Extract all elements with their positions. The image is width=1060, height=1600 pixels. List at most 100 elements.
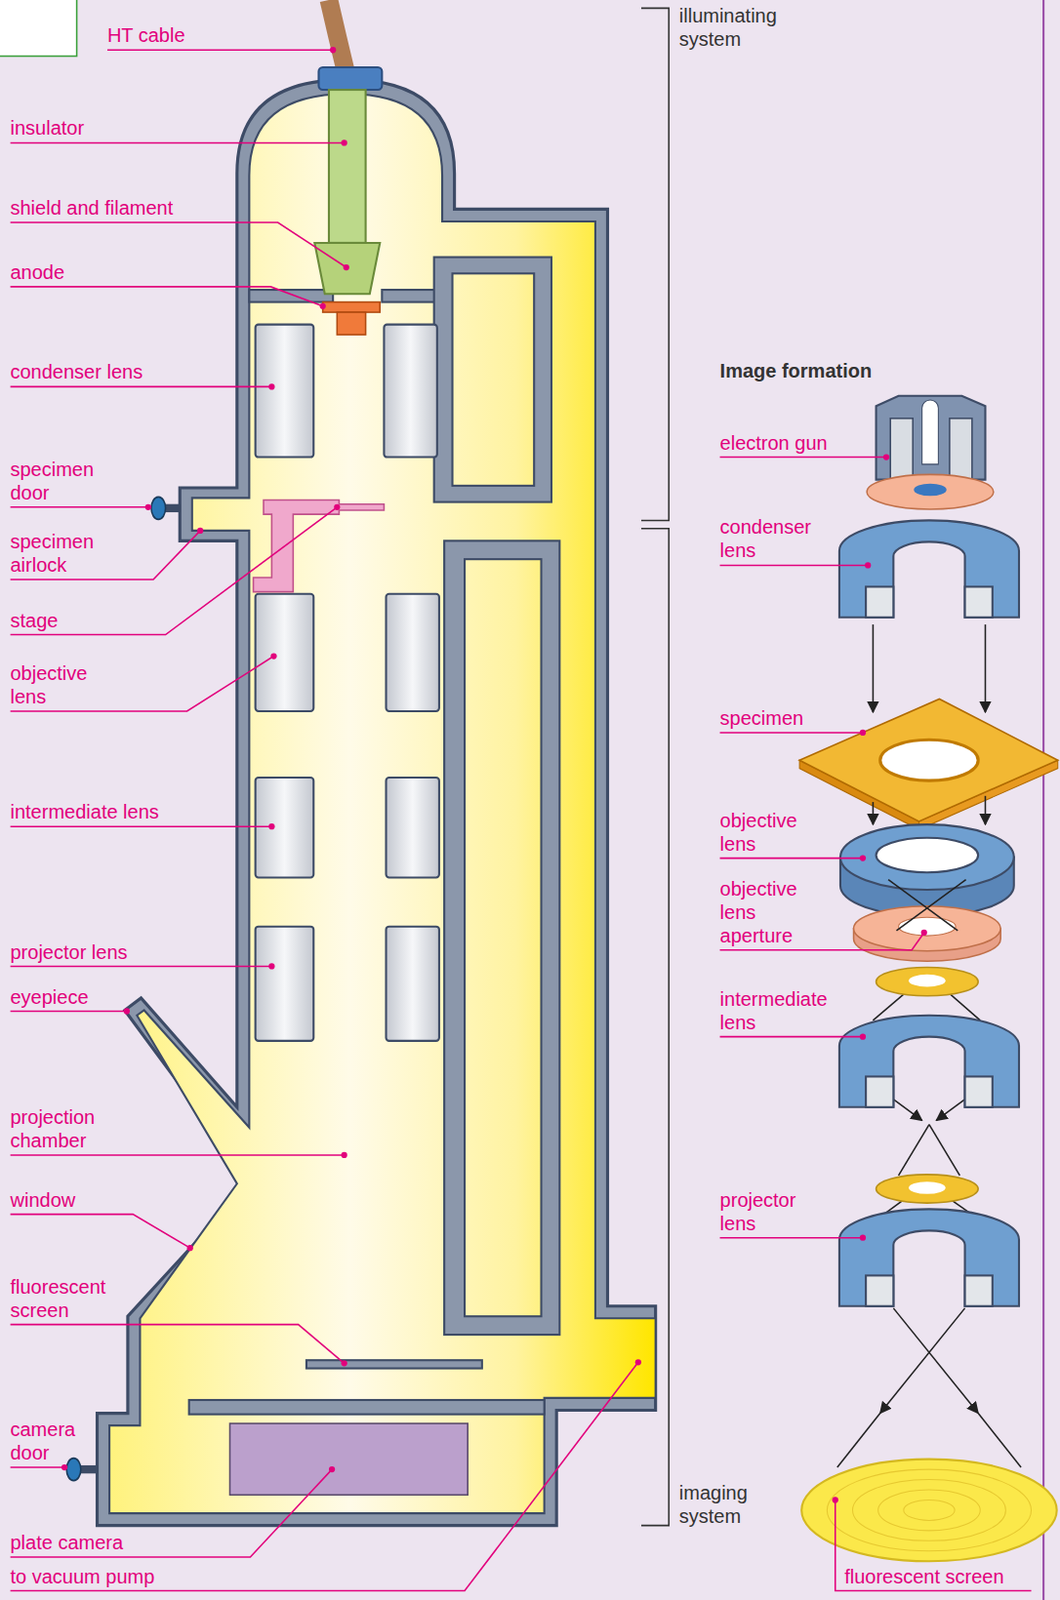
specimen-symbol <box>799 698 1059 830</box>
lens-symbol <box>839 520 1020 1306</box>
electron-gun-parts <box>328 89 367 244</box>
leader-line <box>10 286 324 307</box>
aperture-symbol <box>896 880 966 932</box>
leader-dot <box>343 264 350 271</box>
leader-dot <box>320 303 327 310</box>
screen-symbol <box>878 1490 981 1532</box>
microscope-housing <box>248 289 333 303</box>
electromagnetic-lens <box>255 325 440 1042</box>
screen-symbol <box>826 1469 1031 1552</box>
lens-symbol <box>839 1016 1020 1108</box>
leader-dot <box>832 1497 839 1504</box>
leader-dot <box>883 453 890 460</box>
objective-lens-symbol <box>840 824 1015 891</box>
leader-dot <box>341 139 348 146</box>
door-knob <box>80 1466 98 1474</box>
electron-ray <box>929 1125 960 1177</box>
part-label: shield and filament <box>10 196 174 220</box>
leader-dot <box>197 528 204 534</box>
electron-ray <box>872 624 875 713</box>
electron-ray <box>978 1414 1021 1468</box>
leader-dot <box>268 383 275 390</box>
electron-gun-symbol <box>922 400 939 465</box>
lens-symbol <box>865 1076 894 1107</box>
part-label: specimen door <box>10 457 95 505</box>
yellow-disc <box>876 1175 979 1204</box>
lens-symbol <box>839 520 1020 617</box>
part-label: objective lens <box>720 809 798 857</box>
yellow-disc <box>876 968 979 997</box>
leader-dot <box>187 1245 194 1252</box>
microscope-housing <box>97 80 656 1527</box>
system-bracket <box>641 529 669 1527</box>
part-label: fluorescent screen <box>10 1275 107 1323</box>
leader-line <box>10 142 345 145</box>
leader-line <box>10 1469 332 1558</box>
lens-symbol <box>965 1076 993 1107</box>
electron-ray <box>880 1308 966 1415</box>
leader-line <box>10 506 149 509</box>
electron-gun-parts <box>314 243 380 294</box>
aperture-symbol <box>888 880 958 932</box>
part-label: specimen airlock <box>10 530 95 577</box>
leader-dot <box>333 504 340 511</box>
part-label: insulator <box>10 116 85 140</box>
leader-line <box>720 732 863 734</box>
lens-symbol <box>965 1275 993 1306</box>
leader-line <box>10 507 338 636</box>
system-bracket <box>641 7 669 1526</box>
leader-dot <box>329 46 336 53</box>
part-label: electron gun <box>720 431 828 455</box>
leader-line <box>720 456 887 459</box>
leader-dot <box>123 1008 130 1015</box>
fluorescent-screen-plate <box>306 1360 483 1369</box>
leader-dot <box>61 46 928 1505</box>
leader-dot <box>864 562 871 569</box>
lens-symbol <box>965 586 993 617</box>
screen-symbol <box>853 1480 1007 1543</box>
leader-dot <box>61 1465 68 1471</box>
part-label: intermediate lens <box>720 987 828 1035</box>
leader-line <box>10 49 1032 1591</box>
leader-line <box>835 1501 1032 1592</box>
leader-dot <box>859 730 866 736</box>
door-knob <box>66 1459 82 1482</box>
leader-dot <box>635 1359 642 1366</box>
leader-line <box>107 48 333 51</box>
aperture-symbol <box>898 917 957 937</box>
electron-gun-symbol <box>866 474 994 510</box>
electromagnetic-lens <box>255 927 315 1042</box>
electromagnetic-lens <box>386 927 440 1042</box>
leader-line <box>10 1215 191 1250</box>
lens-symbol <box>865 1275 894 1306</box>
system-bracket <box>641 7 669 521</box>
electromagnetic-lens <box>255 325 315 458</box>
part-label: projector lens <box>10 940 128 965</box>
system-label: imaging system <box>679 1481 748 1529</box>
microscope-housing <box>444 540 560 1336</box>
electron-ray <box>984 624 987 713</box>
electron-ray <box>893 1308 979 1415</box>
electron-gun-symbol <box>866 396 994 510</box>
part-label: specimen <box>720 706 805 731</box>
section-heading: Image formation <box>720 359 873 383</box>
yellow-disc <box>876 968 979 1205</box>
yellow-disc <box>908 1182 946 1195</box>
plate-camera-box <box>230 1424 469 1496</box>
part-label: projector lens <box>720 1188 797 1236</box>
leader-line <box>10 1325 345 1365</box>
microscope-housing <box>381 289 440 303</box>
leader-line <box>10 222 347 268</box>
yellow-disc <box>908 975 946 988</box>
electromagnetic-lens <box>255 777 315 879</box>
leader-line <box>10 530 202 580</box>
leader-dot <box>145 504 152 511</box>
part-label: condenser lens <box>720 515 812 563</box>
part-label: window <box>10 1188 77 1213</box>
leader-dot <box>268 823 275 830</box>
part-label: stage <box>10 609 59 633</box>
leader-dot <box>859 1235 866 1242</box>
part-label: objective lens aperture <box>720 877 798 948</box>
electromagnetic-lens <box>386 594 440 712</box>
